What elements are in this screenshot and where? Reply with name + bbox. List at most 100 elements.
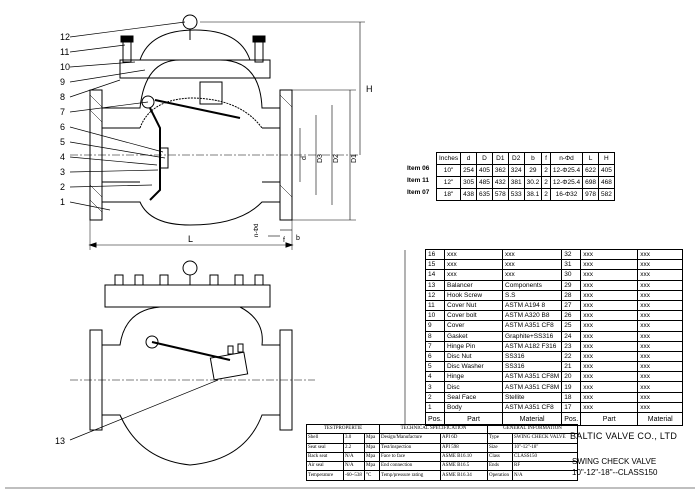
- parts-cell: 3: [424, 381, 446, 393]
- parts-cell: xxx: [637, 279, 684, 291]
- specs-cell: -60~538: [343, 470, 365, 481]
- parts-cell: SS316: [502, 350, 563, 363]
- specs-cell: Temperature: [306, 470, 344, 481]
- parts-cell: xxx: [637, 259, 684, 271]
- parts-cell: 2: [424, 391, 446, 403]
- parts-cell: xxx: [580, 279, 639, 291]
- callout-9: 9: [60, 77, 65, 87]
- item-label: Item 11: [407, 177, 430, 184]
- parts-cell: xxx: [637, 310, 684, 322]
- lower-eyebolt: [182, 260, 198, 276]
- parts-cell: Disc Washer: [444, 361, 504, 373]
- title-line-2: 10"-12"-18"--CLASS150: [572, 468, 658, 477]
- specs-cell: N/A: [343, 461, 365, 472]
- parts-header-cell: Material: [637, 412, 684, 426]
- parts-cell: xxx: [637, 401, 684, 414]
- specs-cell: Mpa: [364, 433, 380, 444]
- parts-cell: xxx: [580, 401, 639, 414]
- specs-cell: 2.2: [343, 442, 365, 453]
- parts-cell: 10: [424, 310, 446, 322]
- parts-cell: 8: [424, 330, 446, 342]
- callout-2: 2: [60, 182, 65, 192]
- specs-cell: N/A: [512, 470, 578, 481]
- parts-header-cell: Part: [580, 412, 639, 426]
- dim-H: H: [366, 84, 373, 94]
- parts-cell: 9: [424, 320, 446, 332]
- parts-cell: ASTM A351 CF8M: [502, 381, 563, 393]
- callout-8: 8: [60, 92, 65, 102]
- parts-cell: 16: [424, 248, 446, 261]
- callout-6: 6: [60, 122, 65, 132]
- parts-cell: ASTM A351 CF8M: [502, 371, 563, 383]
- specs-cell: °C: [364, 470, 380, 481]
- specs-cell: Operation: [487, 470, 513, 481]
- parts-cell: ASTM A351 CF8: [502, 401, 563, 414]
- dim-L: L: [188, 234, 193, 244]
- dimension-table: Inches d D D1 D2 b f n-Φd L H 10" 254 40…: [435, 152, 615, 201]
- parts-cell: 25: [561, 320, 582, 332]
- parts-cell: xxx: [637, 269, 684, 281]
- specs-cell: Design/Manufacture: [379, 433, 441, 444]
- parts-cell: 11: [424, 299, 446, 312]
- callout-leaders: [69, 21, 219, 441]
- parts-cell: 12: [424, 289, 446, 301]
- specs-cell: Temp/pressure rating: [379, 470, 441, 481]
- item-label: Item 07: [407, 189, 430, 196]
- eyebolt: [182, 14, 198, 30]
- company-name: BALTIC VALVE CO., LTD: [570, 431, 678, 441]
- specs-cell: Back seat: [306, 451, 344, 463]
- specs-cell: Ends: [487, 461, 513, 472]
- title-line-1: SWING CHECK VALVE: [572, 457, 657, 466]
- parts-cell: 23: [561, 340, 582, 352]
- callout-11: 11: [60, 47, 69, 57]
- parts-cell: Graphite+SS316: [502, 330, 563, 342]
- dim-D1: D1: [351, 154, 358, 163]
- specs-cell: Air seal: [306, 461, 344, 472]
- parts-cell: 21: [561, 361, 582, 373]
- parts-cell: xxx: [637, 330, 684, 342]
- dim-nd: n-Φd: [254, 224, 260, 237]
- parts-cell: xxx: [580, 350, 639, 363]
- parts-cell: Cover Nut: [444, 299, 504, 312]
- specs-cell: Mpa: [364, 442, 380, 453]
- parts-cell: 5: [424, 361, 446, 373]
- parts-cell: xxx: [637, 320, 684, 332]
- parts-cell: xxx: [502, 248, 563, 261]
- parts-cell: xxx: [444, 269, 504, 281]
- parts-cell: 13: [424, 279, 446, 291]
- parts-cell: ASTM A320 B8: [502, 310, 563, 322]
- dim-D3: D3: [317, 154, 324, 163]
- parts-cell: xxx: [580, 391, 639, 403]
- parts-cell: xxx: [580, 310, 639, 322]
- specs-cell: N/A: [343, 451, 365, 463]
- specs-cell: 3.0: [343, 433, 365, 444]
- parts-cell: xxx: [580, 259, 639, 271]
- parts-cell: 30: [561, 269, 582, 281]
- parts-cell: 7: [424, 340, 446, 352]
- parts-cell: xxx: [637, 289, 684, 301]
- dim-table-row: 18" 438 635 578 533 38.1 2 16-Φ32 978 58…: [435, 188, 615, 201]
- callout-10: 10: [60, 62, 70, 72]
- parts-cell: xxx: [637, 340, 684, 352]
- specs-header: TESTPROPERTIE TECHNICAL SPECIFICATION GE…: [306, 423, 578, 435]
- parts-cell: ASTM A182 F316: [502, 340, 563, 352]
- parts-cell: xxx: [444, 248, 504, 261]
- parts-cell: xxx: [637, 299, 684, 312]
- parts-cell: 26: [561, 310, 582, 322]
- parts-cell: Body: [444, 401, 504, 414]
- dimension-letters: L H f n-Φd d D3 D2 D1 b: [188, 84, 373, 244]
- specs-cell: 10"-12"-18": [512, 442, 578, 453]
- parts-cell: xxx: [637, 391, 684, 403]
- lower-cover: [104, 284, 271, 308]
- parts-cell: xxx: [637, 361, 684, 373]
- specs-cell: Test/inspection: [379, 442, 441, 453]
- parts-cell: 28: [561, 289, 582, 301]
